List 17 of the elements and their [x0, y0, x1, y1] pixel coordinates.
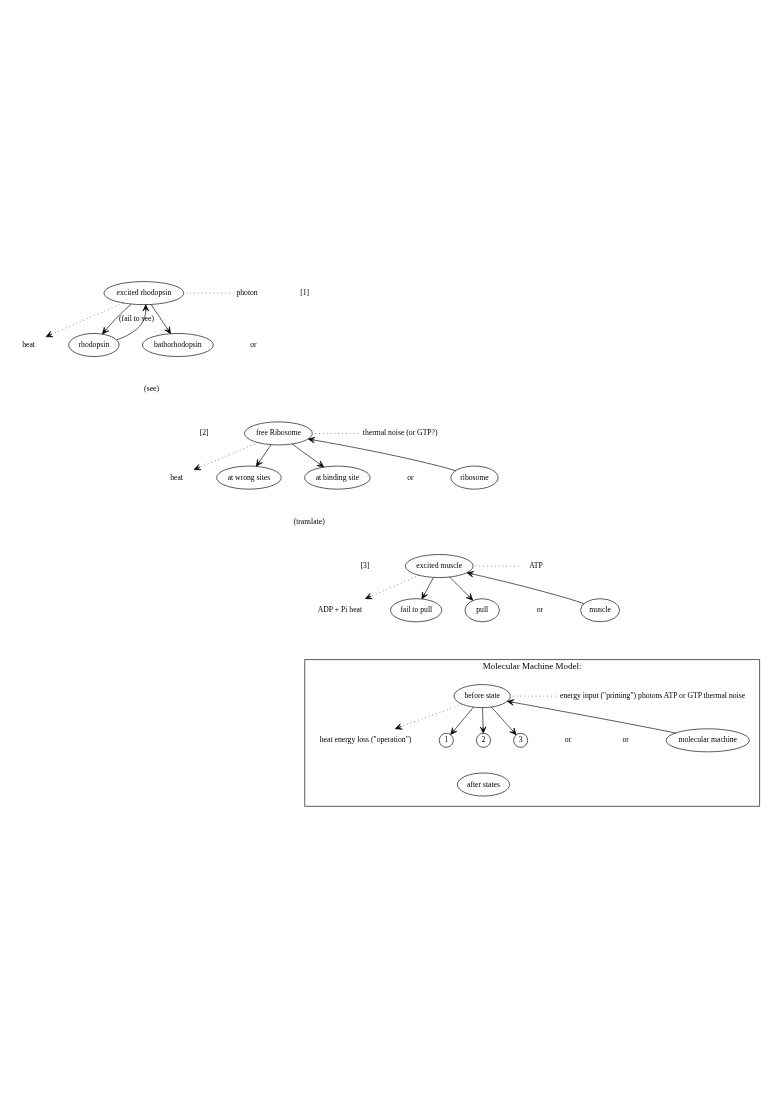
arrow [394, 703, 463, 730]
arrow [466, 571, 585, 604]
arrow [45, 302, 124, 338]
arrow [150, 304, 171, 334]
arrow [291, 443, 325, 468]
arrow [479, 707, 487, 734]
arrow [491, 706, 517, 735]
arrow [102, 303, 132, 335]
arrow [193, 442, 259, 471]
arrow [365, 575, 420, 600]
arrow [307, 437, 456, 471]
arrow [507, 699, 676, 734]
arrow [450, 706, 474, 735]
arrow [449, 576, 474, 601]
arrow [255, 444, 272, 467]
arrow [116, 304, 149, 341]
arrow [421, 577, 434, 600]
